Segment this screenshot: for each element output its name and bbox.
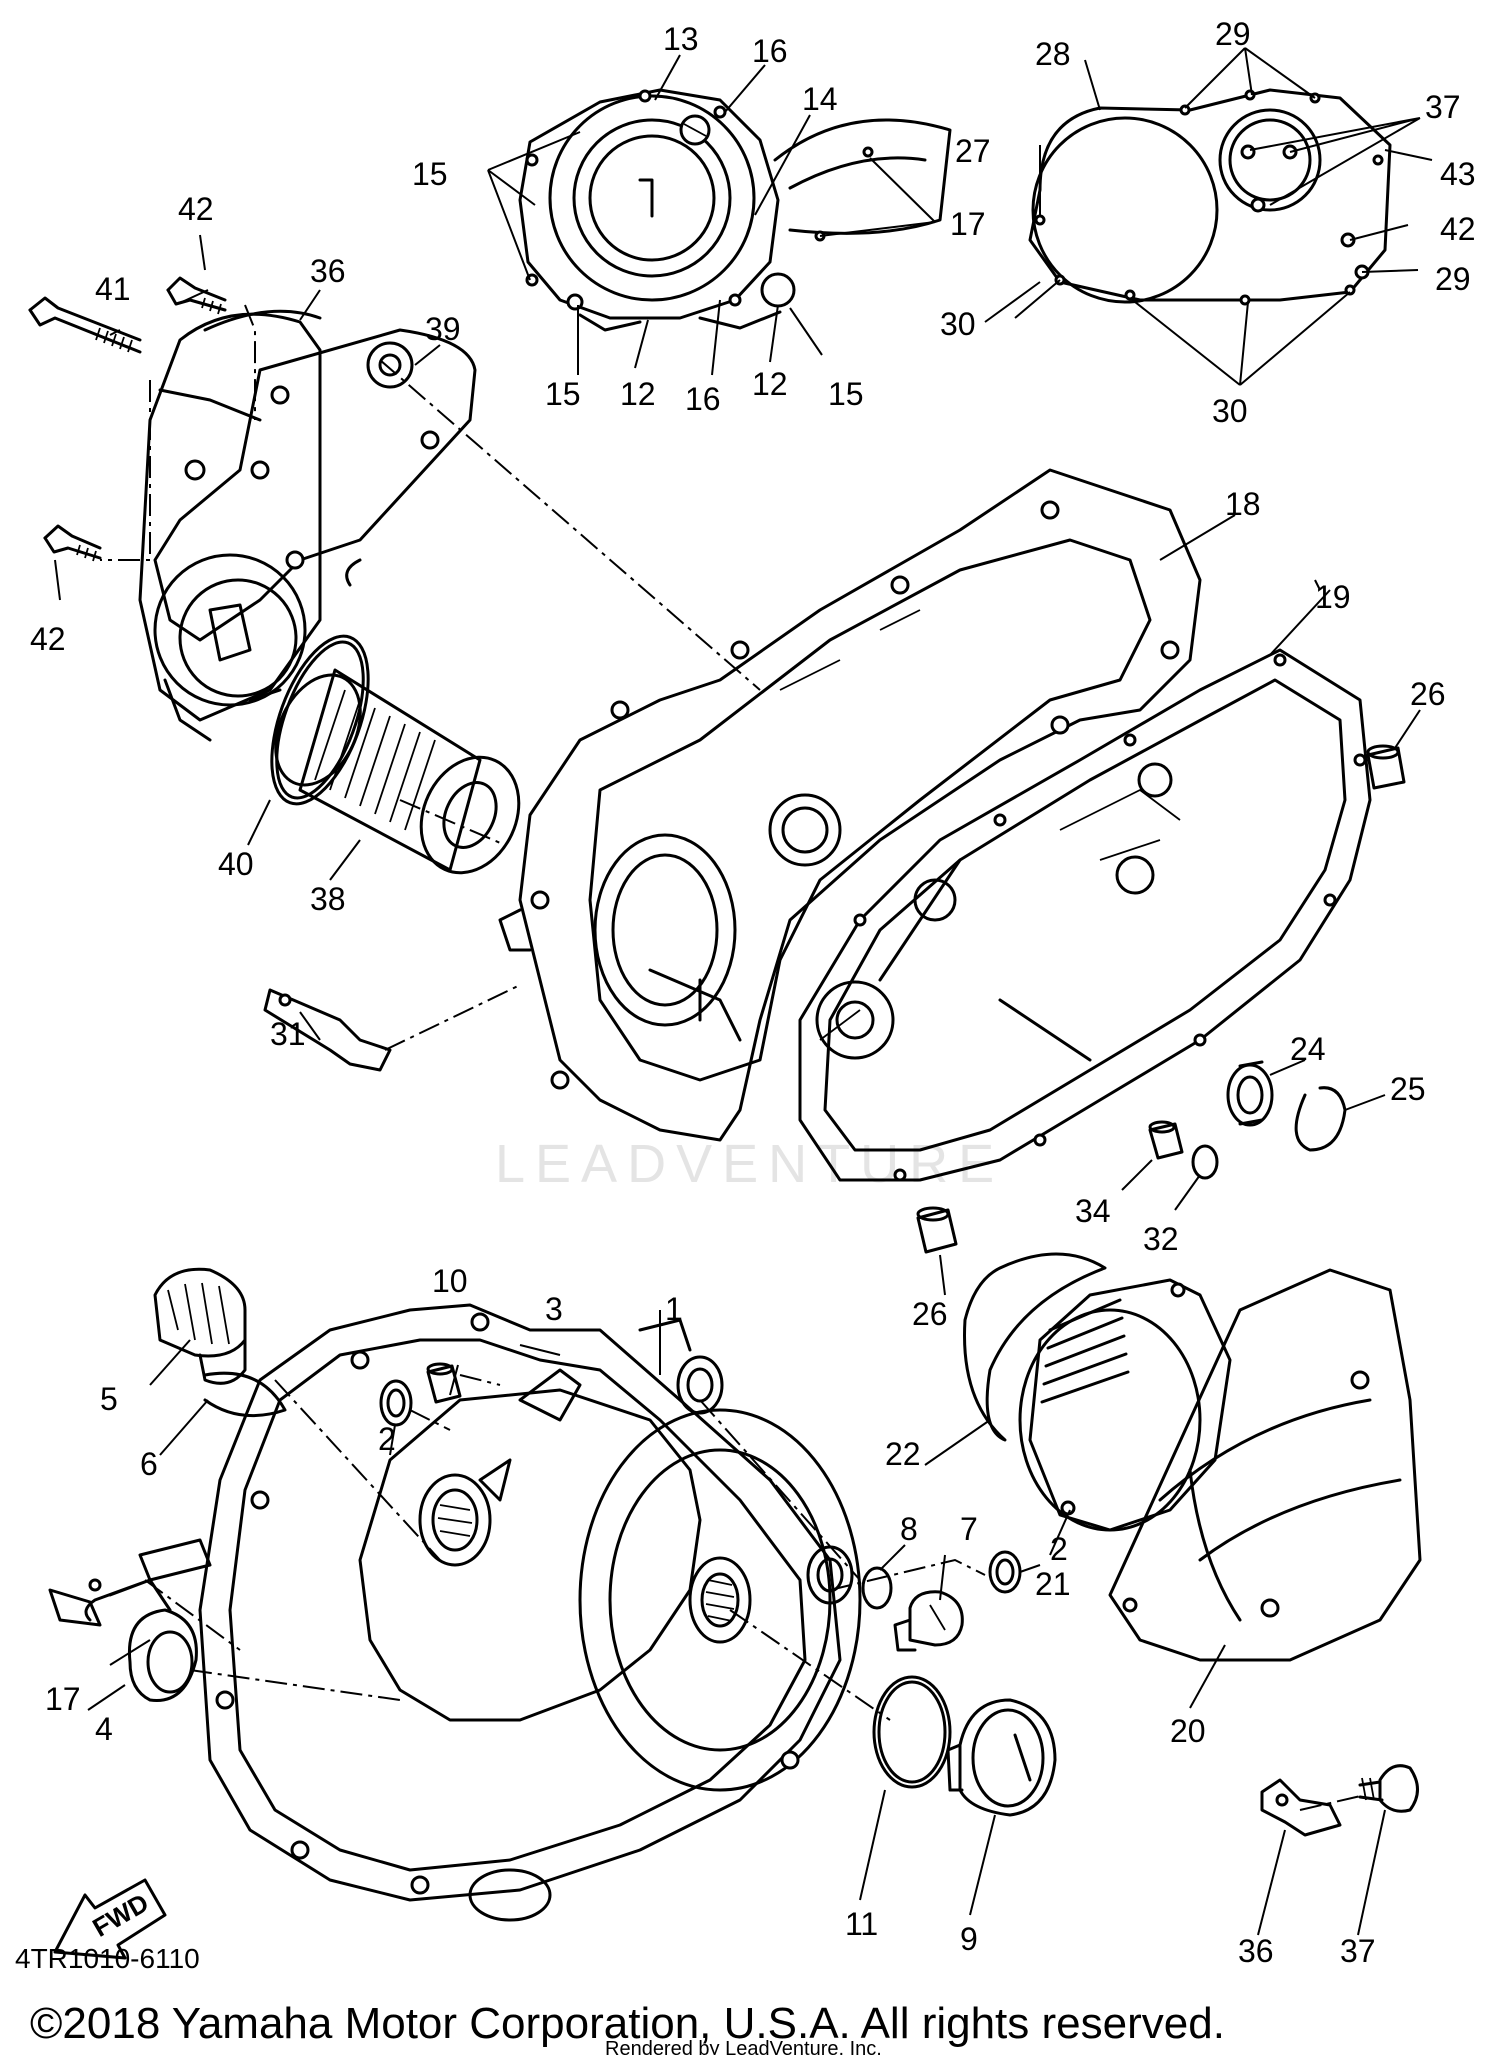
callout-2: 2	[378, 1421, 396, 1457]
callout-25: 25	[1390, 1071, 1426, 1107]
o-ring-20-illustration	[963, 1252, 1107, 1442]
callout-27: 27	[955, 133, 991, 169]
plug-9-illustration	[946, 1698, 1057, 1817]
callout-13: 13	[663, 21, 699, 57]
callout-43: 43	[1440, 156, 1476, 192]
callout-30: 30	[940, 306, 976, 342]
callout-37: 37	[1340, 1933, 1376, 1969]
callout-17: 17	[45, 1681, 81, 1717]
callout-5: 5	[100, 1381, 118, 1417]
assembly-lines	[100, 304, 1366, 1811]
callout-42: 42	[1440, 211, 1476, 247]
fwd-arrow-icon: FWD	[53, 1878, 167, 1960]
callout-22: 18	[1225, 486, 1261, 522]
callout-12: 12	[752, 366, 788, 402]
plug-7-illustration	[893, 1590, 964, 1652]
oil-seal-24-illustration	[1226, 1060, 1274, 1127]
callout-15: 15	[412, 156, 448, 192]
callout-42: 42	[178, 191, 214, 227]
callout-30: 30	[1212, 393, 1248, 429]
dowel-pin-26-bottom-illustration	[916, 1206, 958, 1254]
callout-7: 7	[960, 1511, 978, 1547]
callout-33: 34	[1075, 1193, 1111, 1229]
seal-2-right-illustration	[988, 1550, 1022, 1594]
clip-31-illustration	[263, 988, 392, 1072]
callout-29: 29	[1435, 261, 1471, 297]
clip-17-illustration	[48, 1538, 212, 1627]
copyright-notice: ©2018 Yamaha Motor Corporation, U.S.A. A…	[30, 1999, 1225, 2048]
callout-15: 15	[828, 376, 864, 412]
oil-filter-38-illustration	[274, 668, 521, 875]
bolt-42-left-illustration	[43, 524, 102, 562]
leader-lines	[54, 47, 1433, 1936]
callout-18: 20	[1170, 1713, 1206, 1749]
callout-41: 41	[95, 271, 131, 307]
callout-35: 37	[1425, 89, 1461, 125]
callout-3: 3	[545, 1291, 563, 1327]
gasket-23-illustration	[798, 648, 1372, 1182]
callout-29: 29	[1215, 16, 1251, 52]
stator-cover-illustration	[518, 88, 796, 332]
gasket-21-illustration	[773, 118, 952, 242]
callout-9: 9	[960, 1921, 978, 1957]
callout-38: 38	[310, 881, 346, 917]
callout-labels: 13 16 14 15 15 12 16 12 15 17 28 27 29 3…	[30, 16, 1476, 1969]
callout-16: 16	[752, 33, 788, 69]
callout-16: 16	[685, 381, 721, 417]
callout-20: 22	[885, 1436, 921, 1472]
callout-11: 10	[432, 1263, 468, 1299]
clip-36-illustration	[1260, 1778, 1342, 1837]
callout-1: 1	[665, 1291, 683, 1327]
callout-8: 8	[900, 1511, 918, 1547]
o-ring-10-illustration	[872, 1675, 952, 1789]
callout-36: 36	[1238, 1933, 1274, 1969]
o-ring-32-illustration	[1191, 1144, 1219, 1180]
seal-2-left-illustration	[379, 1379, 413, 1427]
rendered-by-notice: Rendered by LeadVenture, Inc.	[605, 2038, 882, 2055]
callout-26: 26	[912, 1296, 948, 1332]
callout-23: 19	[1315, 579, 1351, 615]
bolt-41-illustration	[28, 296, 142, 354]
callout-39: 39	[425, 311, 461, 347]
crankcase-cover-gasket-illustration	[1028, 88, 1392, 306]
diagram-code: 4TR1010-6110	[15, 1943, 200, 1974]
callout-14: 14	[802, 81, 838, 117]
callout-10: 11	[845, 1906, 878, 1942]
bolt-37-illustration	[1358, 1764, 1419, 1813]
callout-4: 4	[95, 1711, 113, 1747]
watermark: LEADVENTURE	[495, 1134, 1004, 1194]
crankcase-cover-1-illustration	[198, 1303, 862, 1922]
callout-2: 2	[1050, 1531, 1068, 1567]
dowel-pin-11-illustration	[426, 1362, 462, 1404]
callout-26: 26	[1410, 676, 1446, 712]
callout-34: 36	[310, 253, 346, 289]
callout-6: 6	[140, 1446, 158, 1482]
circlip-25-illustration	[1294, 1086, 1347, 1152]
cover-19-illustration	[1018, 1278, 1232, 1532]
dowel-pin-26-top-illustration	[1366, 744, 1406, 790]
dowel-pin-33-illustration	[1148, 1120, 1184, 1160]
callout-21: 17	[950, 206, 986, 242]
callout-28: 28	[1035, 36, 1071, 72]
callout-40: 40	[218, 846, 254, 882]
o-ring-8-illustration	[861, 1566, 893, 1610]
callout-32: 32	[1143, 1221, 1179, 1257]
cover-18-illustration	[1108, 1268, 1422, 1662]
callout-12: 12	[620, 376, 656, 412]
callout-15: 15	[545, 376, 581, 412]
callout-24: 24	[1290, 1031, 1326, 1067]
callout-42: 42	[30, 621, 66, 657]
callout-19: 21	[1035, 1566, 1071, 1602]
oil-filler-cap-5-illustration	[153, 1267, 247, 1385]
oil-seal-4-illustration	[127, 1608, 198, 1702]
callout-31: 31	[270, 1016, 306, 1052]
crankcase-cover-22-illustration	[498, 468, 1202, 1142]
oil-filter-cover-illustration	[138, 309, 477, 742]
o-ring-6-illustration	[203, 1371, 287, 1418]
